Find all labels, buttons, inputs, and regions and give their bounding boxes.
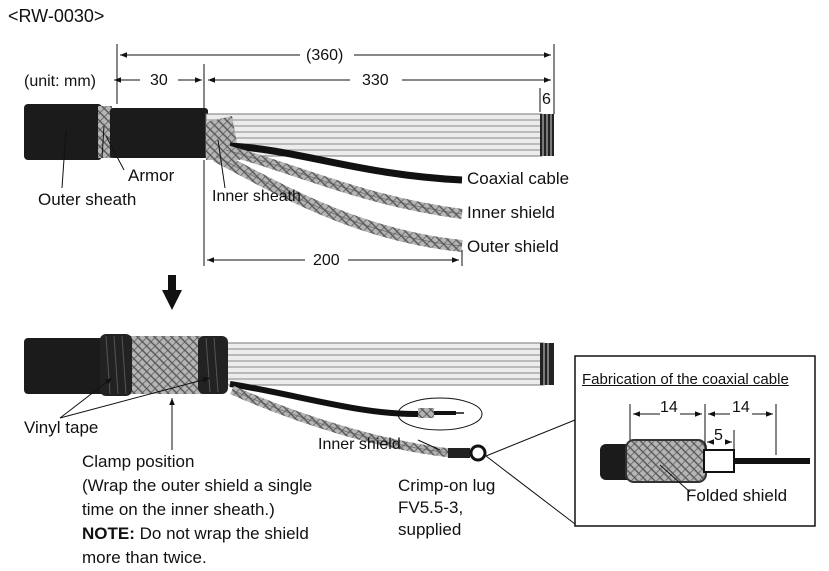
- lug-line-1: Crimp-on lug: [398, 476, 496, 495]
- inset-folded-shield: [626, 440, 706, 482]
- lug-line-3: supplied: [398, 520, 462, 539]
- note-text: Do not wrap the shield: [139, 524, 309, 543]
- unit-note: (unit: mm): [24, 73, 96, 90]
- lug-line-2: FV5.5-3,: [398, 498, 464, 517]
- armor-shape: [98, 106, 112, 158]
- dim-end: 6: [542, 91, 551, 108]
- inset-dim-a: 14: [660, 399, 678, 416]
- inset-dim-c: 5: [714, 427, 723, 444]
- bottom-cable: [24, 334, 554, 462]
- inner-sheath-shape: [110, 108, 208, 158]
- clamp-braid: [128, 336, 210, 394]
- wire-bundle: [205, 113, 554, 157]
- outer-sheath-shape: [24, 104, 102, 160]
- coaxial-lead: [229, 142, 463, 184]
- diagram-title: <RW-0030>: [8, 6, 105, 26]
- vinyl-tape-right: [198, 336, 228, 394]
- crimp-lug-ring: [469, 444, 487, 462]
- top-cable: [24, 104, 554, 252]
- label-folded-shield: Folded shield: [686, 486, 788, 505]
- inset-box: [574, 355, 816, 527]
- label-clamp-position: Clamp position: [82, 452, 195, 471]
- label-outer-sheath: Outer sheath: [38, 190, 137, 209]
- label-vinyl-tape: Vinyl tape: [24, 418, 99, 437]
- label-coaxial-cable: Coaxial cable: [467, 169, 570, 188]
- label-outer-shield: Outer shield: [467, 237, 559, 256]
- dim-armor: 30: [150, 72, 168, 89]
- inset-dim-b: 14: [732, 399, 750, 416]
- inset-dielectric: [703, 449, 735, 473]
- note-label: NOTE:: [82, 524, 135, 543]
- dim-total: (360): [306, 47, 344, 64]
- clamp-note-line-1: (Wrap the outer shield a single: [82, 476, 313, 495]
- label-inner-shield: Inner shield: [467, 203, 555, 222]
- dim-strip: 330: [362, 72, 389, 89]
- bottom-wire-bundle: [219, 342, 545, 386]
- crimp-lug-barrel: [448, 448, 470, 458]
- clamp-note-line-2: time on the inner sheath.): [82, 500, 275, 519]
- dimension-lines-top: [61, 44, 555, 266]
- dimension-lines-bottom: [59, 377, 576, 525]
- bottom-coax-lead: [229, 381, 421, 418]
- note-line: NOTE: Do not wrap the shield: [82, 524, 309, 544]
- label-armor: Armor: [128, 166, 175, 185]
- inset-title: Fabrication of the coaxial cable: [582, 371, 789, 388]
- process-arrow: [162, 275, 182, 310]
- dim-split: 200: [313, 252, 340, 269]
- label-inner-shield-bottom: Inner shield: [318, 436, 401, 453]
- label-inner-sheath: Inner sheath: [212, 188, 301, 205]
- coax-end-highlight: [397, 397, 483, 431]
- note-line-2: more than twice.: [82, 548, 207, 567]
